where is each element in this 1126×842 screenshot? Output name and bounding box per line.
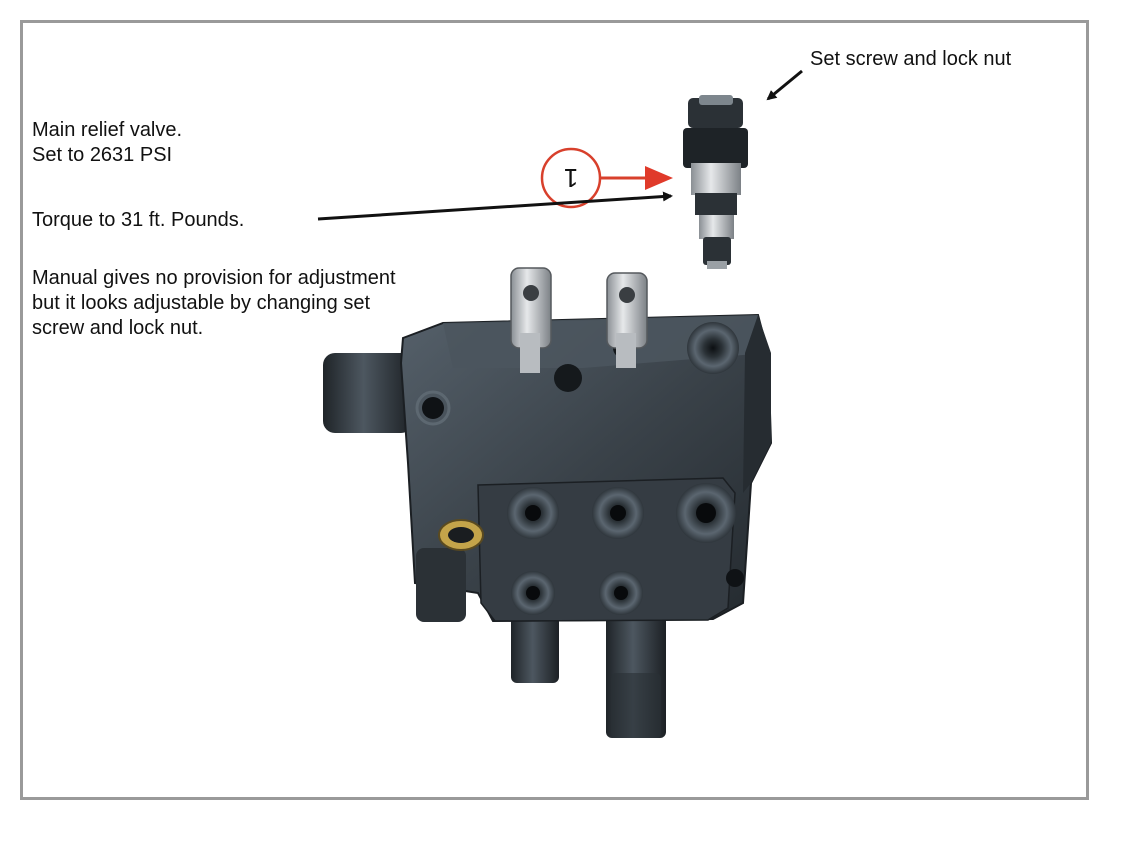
lock-nut — [688, 98, 743, 128]
main-relief-line-1: Main relief valve. — [32, 119, 183, 141]
torque-leader-arrow — [317, 191, 673, 221]
valve-levers — [510, 267, 648, 373]
side-port-cylinder — [323, 353, 413, 433]
front-ports — [507, 483, 744, 615]
main-relief-label: Main relief valve. Set to 2631 PSI — [32, 118, 182, 168]
manual-note-line-1: Manual gives no provision for adjustment — [32, 267, 396, 289]
main-relief-line-2: Set to 2631 PSI — [32, 144, 173, 166]
diagram-frame: 1 Set screw and lock nut Main relief val… — [20, 20, 1089, 800]
callout-marker — [540, 147, 673, 209]
valve-body — [323, 313, 773, 738]
set-screw-label: Set screw and lock nut — [810, 48, 1012, 70]
set-screw-leader-arrow — [766, 69, 803, 101]
relief-valve-cartridge — [683, 95, 748, 269]
torque-label: Torque to 31 ft. Pounds. — [32, 209, 245, 231]
hydraulic-valve-illustration — [317, 69, 803, 738]
manual-note: Manual gives no provision for adjustment… — [32, 266, 396, 341]
callout-number: 1 — [563, 163, 579, 193]
manual-note-line-2: but it looks adjustable by changing set — [32, 292, 370, 314]
top-port — [687, 322, 739, 374]
set-screw — [699, 95, 733, 105]
manual-note-line-3: screw and lock nut. — [32, 317, 204, 339]
